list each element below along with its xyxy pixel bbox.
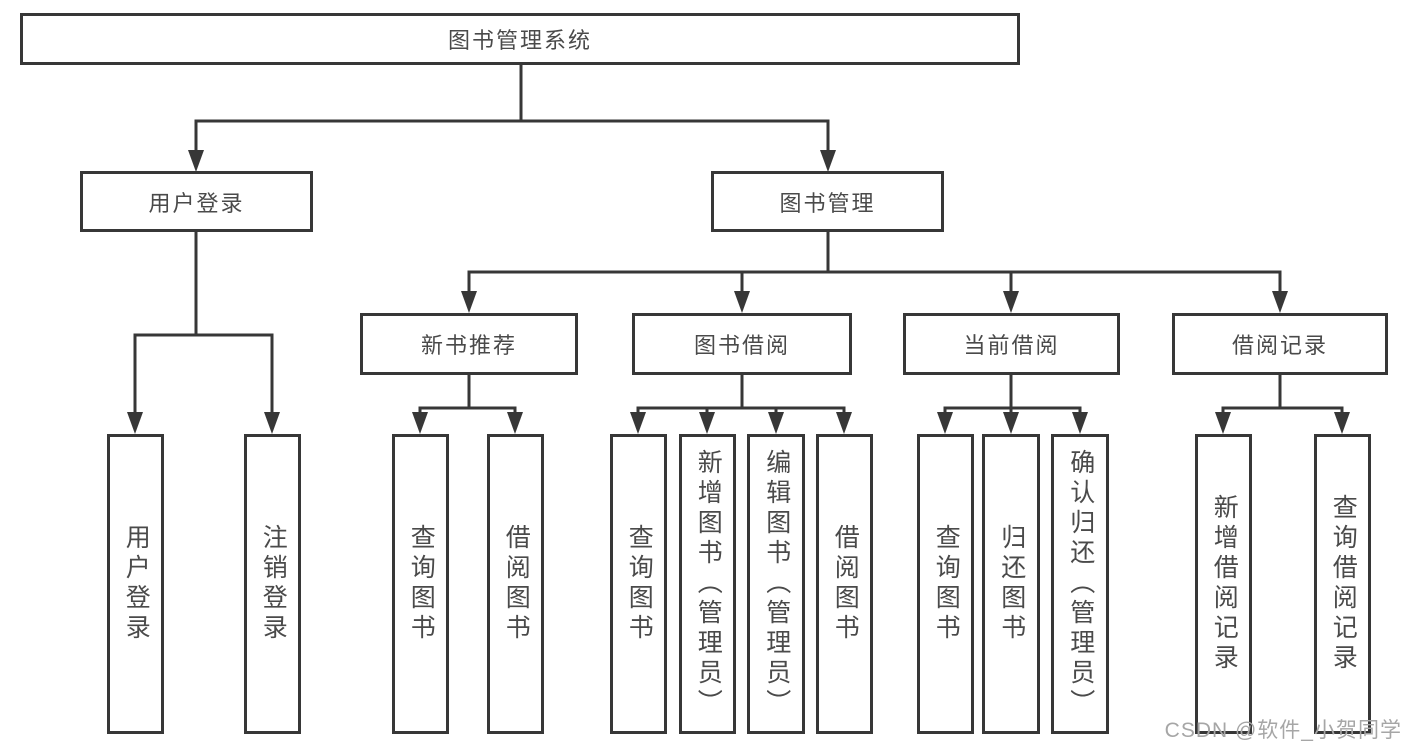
node-cb-return-book: 归还图书 [982,434,1040,734]
node-br-add-record-label: 新增借阅记录 [1210,494,1239,674]
node-nb-query-book-label: 查询图书 [407,524,436,644]
node-new-book-recommend: 新书推荐 [360,313,578,375]
node-book-borrow-label: 图书借阅 [693,333,790,358]
node-bb-borrow-book: 借阅图书 [816,434,873,734]
node-root: 图书管理系统 [20,13,1020,65]
node-bb-query-book: 查询图书 [610,434,667,734]
node-nb-borrow-book-label: 借阅图书 [502,524,531,644]
node-nb-borrow-book: 借阅图书 [487,434,544,734]
node-new-book-recommend-label: 新书推荐 [420,333,517,358]
node-bb-query-book-label: 查询图书 [625,524,654,644]
node-br-query-record: 查询借阅记录 [1314,434,1371,734]
node-user-login-group: 用户登录 [80,171,313,232]
node-nb-query-book: 查询图书 [392,434,449,734]
node-logout: 注销登录 [244,434,301,734]
node-logout-label: 注销登录 [259,524,288,644]
node-book-management: 图书管理 [711,171,944,232]
node-bb-add-book: 新增图书（管理员） [679,434,736,734]
node-br-add-record: 新增借阅记录 [1195,434,1252,734]
node-book-management-label: 图书管理 [779,190,876,216]
node-cb-query-book: 查询图书 [917,434,974,734]
node-br-query-record-label: 查询借阅记录 [1329,494,1358,674]
node-cb-query-book-label: 查询图书 [932,524,961,644]
node-current-borrow-label: 当前借阅 [963,333,1060,358]
node-user-login: 用户登录 [107,434,164,734]
node-cb-confirm-return: 确认归还（管理员） [1051,434,1109,734]
node-bb-edit-book-label: 编辑图书（管理员） [762,449,791,719]
watermark: CSDN @软件_小贺同学 [1164,719,1402,742]
node-cb-confirm-return-label: 确认归还（管理员） [1066,449,1095,719]
node-bb-add-book-label: 新增图书（管理员） [694,449,723,719]
node-current-borrow: 当前借阅 [903,313,1120,375]
node-user-login-group-label: 用户登录 [148,190,245,216]
node-bb-borrow-book-label: 借阅图书 [831,524,860,644]
node-book-borrow: 图书借阅 [632,313,852,375]
node-cb-return-book-label: 归还图书 [997,524,1026,644]
node-root-label: 图书管理系统 [447,28,592,53]
node-bb-edit-book: 编辑图书（管理员） [747,434,805,734]
node-borrow-records-label: 借阅记录 [1231,333,1328,358]
node-user-login-label: 用户登录 [122,524,151,644]
node-borrow-records: 借阅记录 [1172,313,1388,375]
